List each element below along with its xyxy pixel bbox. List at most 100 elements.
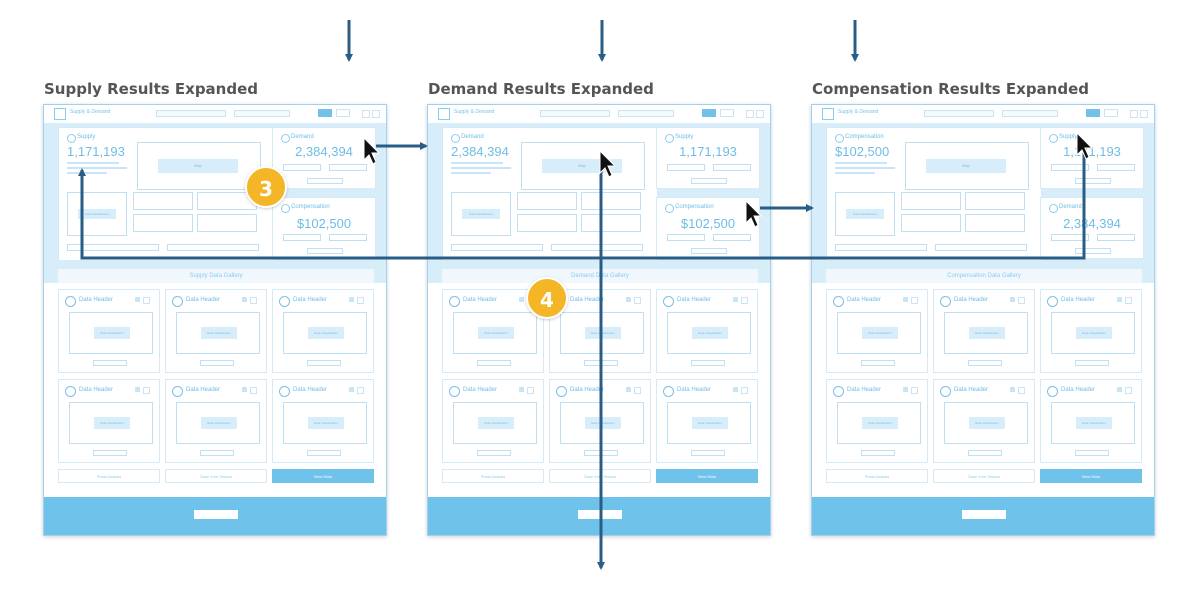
footer-button[interactable] bbox=[194, 510, 238, 519]
go-button[interactable] bbox=[1086, 109, 1100, 117]
expand-button[interactable] bbox=[691, 248, 727, 254]
location-input[interactable] bbox=[618, 110, 674, 117]
detail-button[interactable] bbox=[861, 450, 895, 456]
card-button[interactable] bbox=[329, 234, 367, 241]
nav-square-icon[interactable] bbox=[1130, 110, 1138, 118]
small-card-top[interactable]: Supply 1,171,193 bbox=[656, 127, 760, 189]
detail-button[interactable] bbox=[691, 450, 725, 456]
expand-button[interactable] bbox=[307, 178, 343, 184]
detail-button[interactable] bbox=[93, 360, 127, 366]
expand-button[interactable] bbox=[307, 248, 343, 254]
search-input[interactable] bbox=[540, 110, 610, 117]
detail-button[interactable] bbox=[200, 450, 234, 456]
card-button[interactable] bbox=[283, 234, 321, 241]
card-button[interactable] bbox=[713, 164, 751, 171]
save-search-button[interactable]: Save Your Search bbox=[165, 469, 267, 483]
go-button[interactable] bbox=[702, 109, 716, 117]
card-button[interactable] bbox=[167, 244, 259, 251]
reset-actions-button[interactable]: Reset Actions bbox=[826, 469, 928, 483]
square-icon[interactable] bbox=[741, 387, 748, 394]
square-icon[interactable] bbox=[242, 297, 247, 302]
square-icon[interactable] bbox=[527, 387, 534, 394]
go-button[interactable] bbox=[318, 109, 332, 117]
square-icon[interactable] bbox=[1018, 387, 1025, 394]
view-more-button[interactable]: View More bbox=[272, 469, 374, 483]
more-button[interactable] bbox=[720, 109, 734, 117]
detail-button[interactable] bbox=[861, 360, 895, 366]
square-icon[interactable] bbox=[242, 387, 247, 392]
detail-button[interactable] bbox=[200, 360, 234, 366]
square-icon[interactable] bbox=[1010, 387, 1015, 392]
map[interactable]: Map bbox=[905, 142, 1029, 190]
square-icon[interactable] bbox=[911, 297, 918, 304]
expand-button[interactable] bbox=[1075, 178, 1111, 184]
card-button[interactable] bbox=[1051, 164, 1089, 171]
card-button[interactable] bbox=[451, 244, 543, 251]
square-icon[interactable] bbox=[1125, 297, 1132, 304]
small-card-bottom[interactable]: Compensation $102,500 bbox=[272, 197, 376, 259]
square-icon[interactable] bbox=[733, 387, 738, 392]
square-icon[interactable] bbox=[143, 297, 150, 304]
square-icon[interactable] bbox=[250, 387, 257, 394]
save-search-button[interactable]: Save Your Search bbox=[933, 469, 1035, 483]
more-button[interactable] bbox=[336, 109, 350, 117]
card-button[interactable] bbox=[329, 164, 367, 171]
square-icon[interactable] bbox=[903, 387, 908, 392]
square-icon[interactable] bbox=[634, 297, 641, 304]
card-button[interactable] bbox=[67, 244, 159, 251]
detail-button[interactable] bbox=[307, 360, 341, 366]
square-icon[interactable] bbox=[911, 387, 918, 394]
small-card-bottom[interactable]: Compensation $102,500 bbox=[656, 197, 760, 259]
detail-button[interactable] bbox=[968, 450, 1002, 456]
square-icon[interactable] bbox=[634, 387, 641, 394]
expand-button[interactable] bbox=[1075, 248, 1111, 254]
footer-button[interactable] bbox=[962, 510, 1006, 519]
square-icon[interactable] bbox=[1117, 387, 1122, 392]
card-button[interactable] bbox=[667, 234, 705, 241]
nav-square-icon[interactable] bbox=[756, 110, 764, 118]
detail-button[interactable] bbox=[1075, 450, 1109, 456]
card-button[interactable] bbox=[551, 244, 643, 251]
card-button[interactable] bbox=[1097, 164, 1135, 171]
detail-button[interactable] bbox=[1075, 360, 1109, 366]
map[interactable]: Map bbox=[137, 142, 261, 190]
view-more-button[interactable]: View More bbox=[656, 469, 758, 483]
square-icon[interactable] bbox=[143, 387, 150, 394]
card-button[interactable] bbox=[667, 164, 705, 171]
square-icon[interactable] bbox=[741, 297, 748, 304]
card-button[interactable] bbox=[283, 164, 321, 171]
nav-square-icon[interactable] bbox=[1140, 110, 1148, 118]
square-icon[interactable] bbox=[349, 387, 354, 392]
square-icon[interactable] bbox=[250, 297, 257, 304]
detail-button[interactable] bbox=[968, 360, 1002, 366]
square-icon[interactable] bbox=[519, 387, 524, 392]
location-input[interactable] bbox=[234, 110, 290, 117]
detail-button[interactable] bbox=[477, 450, 511, 456]
square-icon[interactable] bbox=[1125, 387, 1132, 394]
small-card-top[interactable]: Supply 1,171,193 bbox=[1040, 127, 1144, 189]
more-button[interactable] bbox=[1104, 109, 1118, 117]
reset-actions-button[interactable]: Reset Actions bbox=[442, 469, 544, 483]
view-more-button[interactable]: View More bbox=[1040, 469, 1142, 483]
search-input[interactable] bbox=[156, 110, 226, 117]
square-icon[interactable] bbox=[349, 297, 354, 302]
nav-square-icon[interactable] bbox=[362, 110, 370, 118]
search-input[interactable] bbox=[924, 110, 994, 117]
square-icon[interactable] bbox=[903, 297, 908, 302]
square-icon[interactable] bbox=[1010, 297, 1015, 302]
detail-button[interactable] bbox=[477, 360, 511, 366]
card-button[interactable] bbox=[835, 244, 927, 251]
